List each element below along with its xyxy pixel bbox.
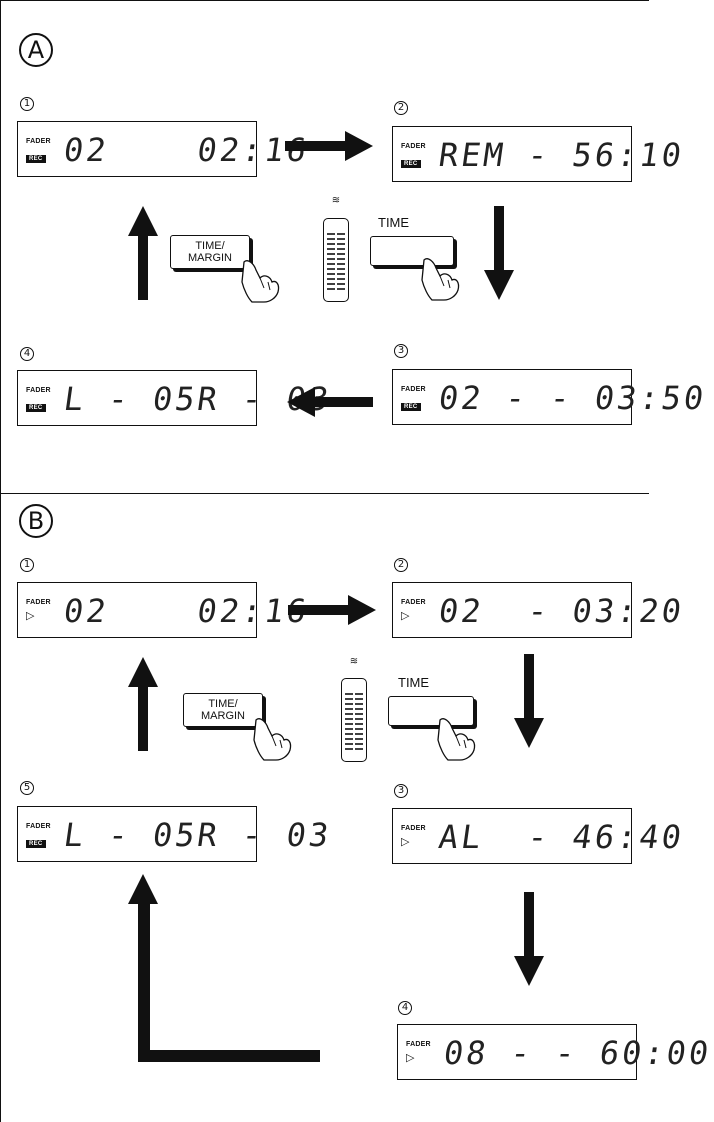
a-time-button[interactable] [370,236,454,266]
play-icon: ▷ [401,836,410,848]
a-remote-control-icon [323,218,349,302]
display-readout: L - 05R - 03 [61,380,334,418]
a-arrow-down [484,206,514,300]
rec-indicator: REC [26,840,46,848]
display-readout: AL - 46:40 [436,818,687,856]
a-display-2: FADER REC REM - 56:10 [392,126,687,182]
a-step-4: 4 [20,347,34,361]
section-divider [0,493,649,494]
b-display-5: FADER REC L - 05R - 03 [17,806,334,862]
a-hand-pointer-icon [241,260,280,303]
b-hand-pointer-icon [253,718,292,761]
fader-indicator: FADER [26,138,51,145]
a-display-1: FADER REC 02 02:16 [17,121,312,177]
play-icon: ▷ [406,1052,415,1064]
time-margin-label-line2: MARGIN [188,252,232,264]
b-step-1: 1 [20,558,34,572]
a-time-margin-button[interactable]: TIME/ MARGIN [170,235,250,269]
b-step-4: 4 [398,1001,412,1015]
a-arrow-right [285,131,373,161]
play-icon: ▷ [26,610,35,622]
a-step-3: 3 [394,344,408,358]
b-time-button-label: TIME [398,675,430,690]
b-step-2: 2 [394,558,408,572]
fader-indicator: FADER [406,1041,431,1048]
fader-indicator: FADER [26,823,51,830]
a-arrow-up [128,206,158,300]
rec-indicator: REC [401,160,421,168]
fader-indicator: FADER [401,599,426,606]
display-readout: REM - 56:10 [436,136,687,174]
display-readout: 02 02:16 [61,592,312,630]
b-arrow-return [128,874,320,1062]
a-display-4: FADER REC L - 05R - 03 [17,370,334,426]
b-arrow-down-1 [514,654,544,748]
rec-indicator: REC [26,404,46,412]
frame-top-border [0,0,649,1]
display-readout: 08 - - 60:00 [441,1034,714,1072]
b-step-3: 3 [394,784,408,798]
frame-left-border [0,0,1,1122]
time-margin-label-line2: MARGIN [201,710,245,722]
a-hand-pointer-icon-2 [421,258,460,301]
section-a-label: A [19,33,53,67]
display-readout: 02 - - 03:50 [436,379,709,417]
b-display-3: FADER ▷ AL - 46:40 [392,808,687,864]
a-arrow-left [287,387,373,417]
fader-indicator: FADER [26,387,51,394]
display-readout: 02 - 03:20 [436,592,687,630]
display-readout: L - 05R - 03 [61,816,334,854]
b-arrow-down-2 [514,892,544,986]
b-time-button[interactable] [388,696,474,726]
play-icon: ▷ [401,610,410,622]
b-time-margin-button[interactable]: TIME/ MARGIN [183,693,263,727]
a-step-2: 2 [394,101,408,115]
fader-indicator: FADER [401,825,426,832]
a-remote-signal-icon: ≋ [331,195,341,206]
b-arrow-right [288,595,376,625]
b-step-5: 5 [20,781,34,795]
b-arrow-up [128,657,158,751]
b-remote-signal-icon: ≋ [349,656,359,667]
display-readout: 02 02:16 [61,131,312,169]
time-margin-label-line1: TIME/ [195,240,225,252]
rec-indicator: REC [401,403,421,411]
b-display-4: FADER ▷ 08 - - 60:00 [397,1024,714,1080]
fader-indicator: FADER [26,599,51,606]
a-time-button-label: TIME [378,215,410,230]
time-margin-label-line1: TIME/ [208,698,238,710]
fader-indicator: FADER [401,386,426,393]
fader-indicator: FADER [401,143,426,150]
b-hand-pointer-icon-2 [437,718,476,761]
a-step-1: 1 [20,97,34,111]
a-display-3: FADER REC 02 - - 03:50 [392,369,709,425]
section-b-label: B [19,504,53,538]
rec-indicator: REC [26,155,46,163]
b-remote-control-icon [341,678,367,762]
b-display-1: FADER ▷ 02 02:16 [17,582,312,638]
b-display-2: FADER ▷ 02 - 03:20 [392,582,687,638]
